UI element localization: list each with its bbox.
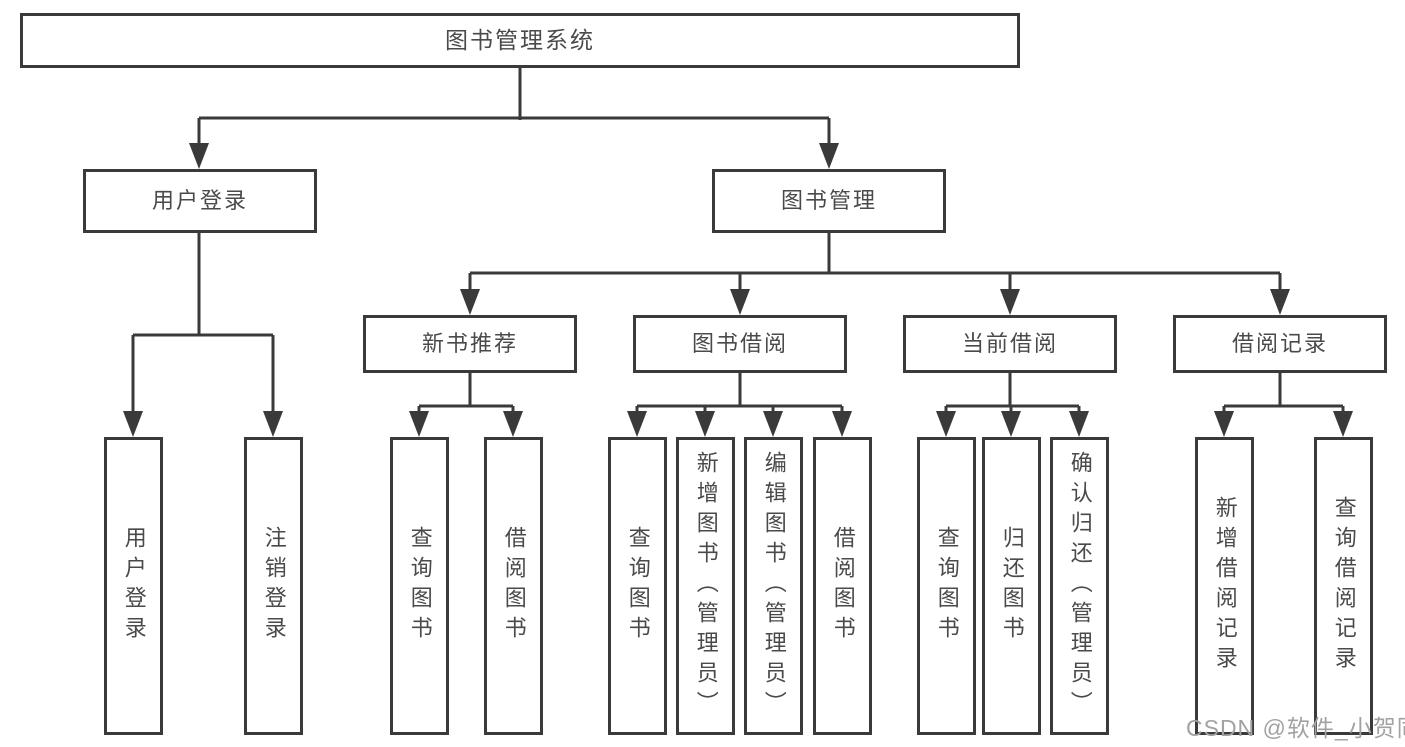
leaf-cb-return: 归还图书 bbox=[982, 437, 1041, 735]
leaf-nb-query-label: 查询图书 bbox=[407, 526, 433, 646]
arrow-down-icon bbox=[695, 411, 715, 437]
edge-current-borrow-children bbox=[944, 373, 1081, 413]
arrow-down-icon bbox=[730, 289, 750, 315]
node-user-login: 用户登录 bbox=[83, 169, 317, 233]
arrow-down-icon bbox=[503, 411, 523, 437]
leaf-bb-query-label: 查询图书 bbox=[625, 526, 651, 646]
leaf-nb-query: 查询图书 bbox=[390, 437, 449, 735]
connectors-user-login-children bbox=[123, 233, 283, 437]
connectors-level-1 bbox=[189, 68, 839, 169]
arrow-down-icon bbox=[1214, 411, 1234, 437]
edge-new-book-children bbox=[417, 373, 515, 413]
arrow-down-icon bbox=[1001, 411, 1021, 437]
leaf-bb-edit-label: 编辑图书（管理员） bbox=[761, 451, 787, 721]
leaf-cb-return-label: 归还图书 bbox=[999, 526, 1025, 646]
leaf-br-query: 查询借阅记录 bbox=[1314, 437, 1373, 735]
node-borrow-record: 借阅记录 bbox=[1173, 315, 1387, 373]
edge-book-borrow-children bbox=[635, 373, 844, 413]
leaf-nb-borrow-label: 借阅图书 bbox=[501, 526, 527, 646]
arrow-down-icon bbox=[189, 143, 209, 169]
arrow-down-icon bbox=[936, 411, 956, 437]
edge-book-mgmt-children bbox=[468, 233, 1282, 291]
watermark: CSDN @软件_小贺同学 bbox=[1186, 715, 1405, 741]
node-current-borrow-label: 当前借阅 bbox=[961, 330, 1058, 356]
leaf-cb-query-label: 查询图书 bbox=[934, 526, 960, 646]
arrow-down-icon bbox=[1000, 289, 1020, 315]
edge-root-to-level2 bbox=[197, 68, 831, 146]
connectors-new-book-children bbox=[409, 373, 523, 437]
connectors-current-borrow-children bbox=[936, 373, 1089, 437]
leaf-br-add-label: 新增借阅记录 bbox=[1212, 496, 1238, 676]
leaf-nb-borrow: 借阅图书 bbox=[484, 437, 543, 735]
leaf-bb-add-label: 新增图书（管理员） bbox=[693, 451, 719, 721]
leaf-cb-query: 查询图书 bbox=[917, 437, 976, 735]
leaf-bb-borrow: 借阅图书 bbox=[813, 437, 872, 735]
arrow-down-icon bbox=[1069, 411, 1089, 437]
node-book-mgmt: 图书管理 bbox=[712, 169, 946, 233]
edge-user-login-children bbox=[131, 233, 275, 413]
node-book-borrow: 图书借阅 bbox=[633, 315, 847, 373]
leaf-bb-edit: 编辑图书（管理员） bbox=[744, 437, 803, 735]
leaf-login: 用户登录 bbox=[104, 437, 163, 735]
arrow-down-icon bbox=[409, 411, 429, 437]
leaf-cb-confirm-label: 确认归还（管理员） bbox=[1067, 451, 1093, 721]
leaf-bb-borrow-label: 借阅图书 bbox=[830, 526, 856, 646]
leaf-bb-add: 新增图书（管理员） bbox=[676, 437, 735, 735]
arrow-down-icon bbox=[1333, 411, 1353, 437]
arrow-down-icon bbox=[763, 411, 783, 437]
leaf-br-add: 新增借阅记录 bbox=[1195, 437, 1254, 735]
leaf-br-query-label: 查询借阅记录 bbox=[1331, 496, 1357, 676]
arrow-down-icon bbox=[627, 411, 647, 437]
node-book-mgmt-label: 图书管理 bbox=[780, 187, 877, 213]
node-book-borrow-label: 图书借阅 bbox=[691, 330, 788, 356]
node-current-borrow: 当前借阅 bbox=[903, 315, 1117, 373]
arrow-down-icon bbox=[123, 411, 143, 437]
node-root: 图书管理系统 bbox=[20, 13, 1020, 68]
connectors-borrow-record-children bbox=[1214, 373, 1353, 437]
connectors-book-borrow-children bbox=[627, 373, 852, 437]
arrow-down-icon bbox=[263, 411, 283, 437]
leaf-logout-label: 注销登录 bbox=[261, 526, 287, 646]
leaf-login-label: 用户登录 bbox=[121, 526, 147, 646]
node-new-book-label: 新书推荐 bbox=[421, 330, 518, 356]
node-borrow-record-label: 借阅记录 bbox=[1231, 330, 1328, 356]
node-root-label: 图书管理系统 bbox=[445, 26, 595, 53]
arrow-down-icon bbox=[819, 143, 839, 169]
edge-borrow-record-children bbox=[1222, 373, 1345, 413]
leaf-logout: 注销登录 bbox=[244, 437, 303, 735]
arrow-down-icon bbox=[832, 411, 852, 437]
arrow-down-icon bbox=[1270, 289, 1290, 315]
connectors-book-mgmt-children bbox=[460, 233, 1290, 315]
leaf-bb-query: 查询图书 bbox=[608, 437, 667, 735]
leaf-cb-confirm: 确认归还（管理员） bbox=[1050, 437, 1109, 735]
node-user-login-label: 用户登录 bbox=[151, 187, 248, 213]
node-new-book: 新书推荐 bbox=[363, 315, 577, 373]
arrow-down-icon bbox=[460, 289, 480, 315]
